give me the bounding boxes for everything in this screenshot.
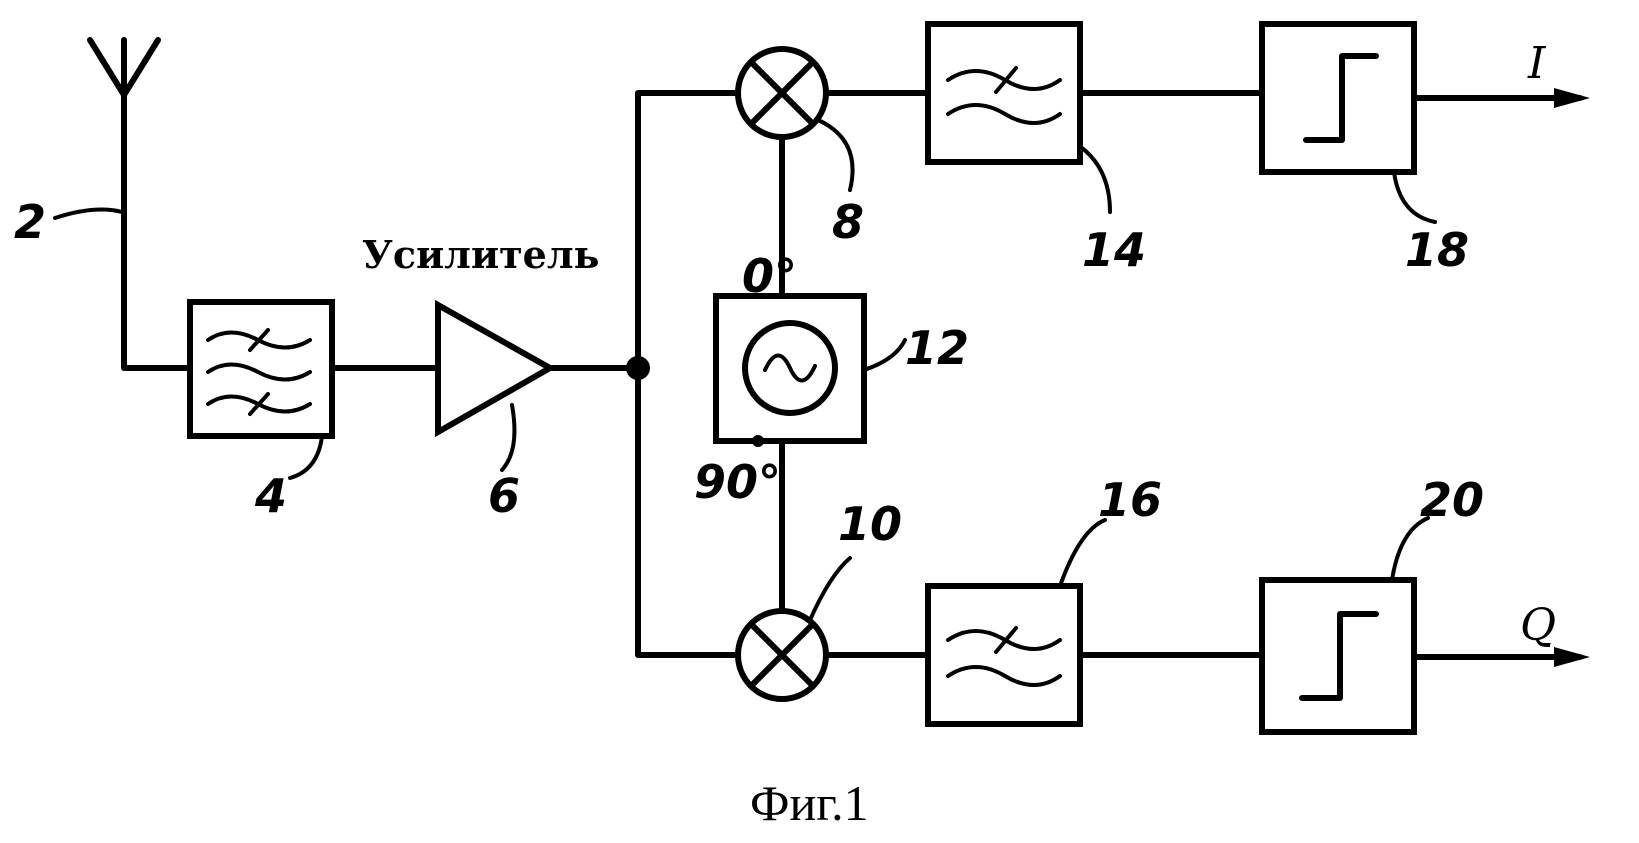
label-4: 4	[254, 469, 287, 523]
phase-90-label: 90°	[694, 455, 781, 509]
label-10: 10	[838, 497, 902, 551]
comparator-q-block	[1262, 580, 1414, 732]
bandpass-filter-block	[190, 302, 332, 436]
oscillator-port-dot	[752, 435, 764, 447]
mixer-q-icon	[738, 611, 826, 699]
leader-line-10	[810, 558, 850, 620]
figure-caption: Фиг.1	[750, 775, 869, 831]
label-14: 14	[1082, 223, 1146, 277]
leader-line-4	[290, 436, 322, 478]
lowpass-filter-i-block	[928, 24, 1080, 162]
leader-line-14	[1082, 148, 1110, 212]
leader-line-12	[864, 340, 905, 370]
output-q-label: Q	[1520, 600, 1556, 651]
lowpass-filter-q-block	[928, 586, 1080, 724]
label-6: 6	[488, 469, 520, 523]
label-18: 18	[1405, 223, 1469, 277]
label-16: 16	[1098, 473, 1162, 527]
leader-line-16	[1060, 520, 1105, 586]
phase-0-label: 0°	[742, 249, 797, 303]
leader-line-18	[1394, 172, 1435, 222]
output-i-arrow-icon	[1554, 88, 1590, 108]
label-12: 12	[905, 321, 969, 375]
output-q-arrow-icon	[1554, 647, 1590, 667]
amplifier-triangle-icon	[438, 305, 550, 432]
leader-line-6	[502, 405, 514, 470]
leader-line-8	[818, 120, 853, 190]
comparator-i-block	[1262, 24, 1414, 172]
label-20: 20	[1420, 473, 1484, 527]
leader-line-2	[55, 210, 122, 218]
output-i-label: I	[1527, 38, 1547, 89]
label-8: 8	[832, 195, 864, 249]
label-2: 2	[14, 195, 46, 249]
oscillator-block	[716, 296, 864, 441]
leader-line-20	[1392, 518, 1428, 580]
amplifier-label: Усилитель	[362, 232, 599, 277]
mixer-i-icon	[738, 49, 826, 137]
antenna-icon	[90, 40, 190, 368]
